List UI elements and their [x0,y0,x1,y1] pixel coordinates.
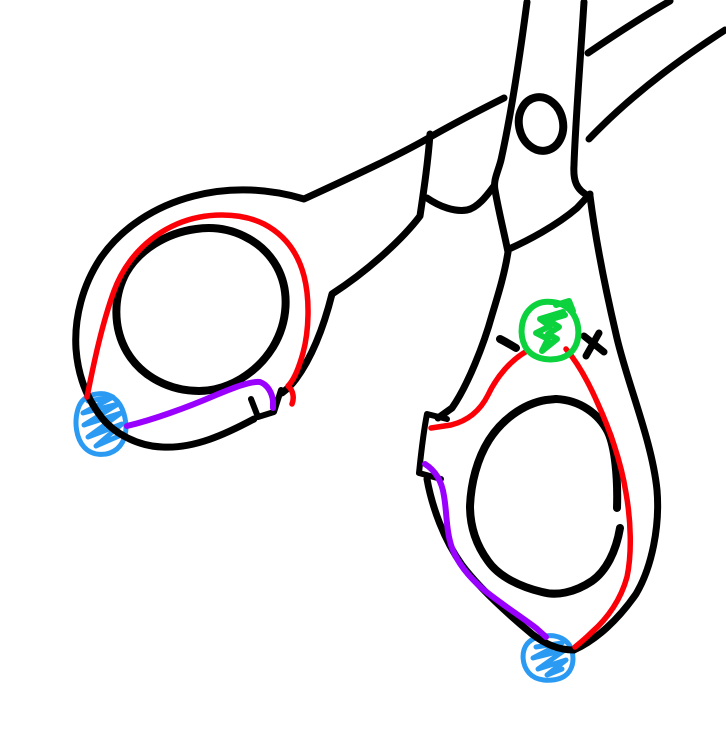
right-blade-left-edge [491,0,531,256]
left-handle-purple-wire [124,378,276,429]
right-finger-hole-right-arc [552,395,622,512]
upper-blade-top-edge [584,0,674,57]
left-switch-tab [248,387,284,420]
battery-negative-mark [496,335,520,352]
right-handle-purple-wire [422,461,549,640]
right-handle-right-edge [570,192,662,654]
left-piece-top-outline [72,94,508,451]
right-handle-peak-sweep [505,190,594,253]
battery-lightning-bolt [533,309,568,354]
battery-red-wire-right [563,346,633,650]
battery-circle [518,298,582,363]
battery-red-wire-left [428,348,530,431]
right-finger-hole-main-arc [466,395,624,598]
battery-circle-overlap [553,298,576,314]
pivot-screw [514,93,568,155]
right-handle-left-lower-edge [423,475,578,654]
left-finger-hole [112,224,290,395]
right-blade-right-edge [570,0,593,200]
battery-positive-mark [580,329,608,360]
shaft-junction-squiggle [423,182,498,214]
left-handle-red-wire [84,212,311,407]
right-handle-left-upper-edge [434,248,512,422]
right-switch-tab [416,411,450,482]
left-pad-outline [73,391,129,457]
upper-blade-bottom-edge [585,26,726,143]
